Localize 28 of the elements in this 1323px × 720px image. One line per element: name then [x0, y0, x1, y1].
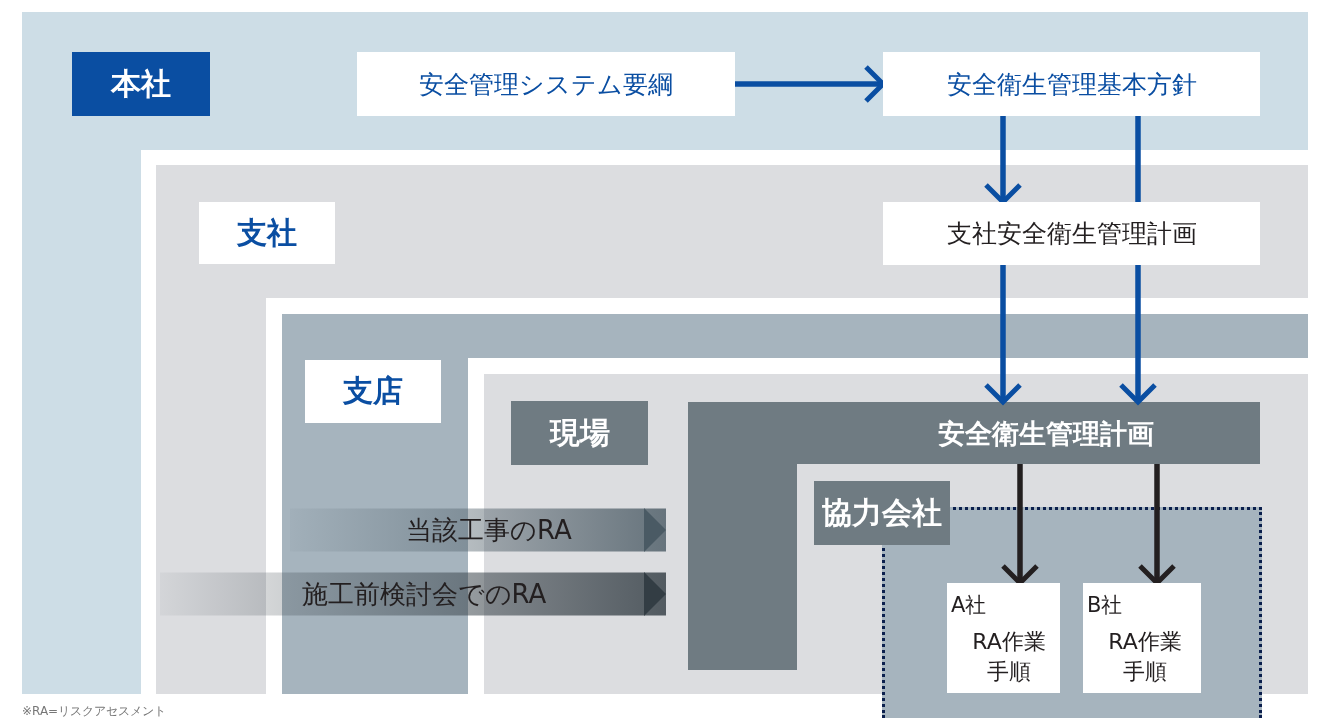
- section-heading: 現場: [511, 401, 648, 465]
- section-heading: 協力会社: [814, 481, 950, 545]
- section-heading: 支社: [199, 202, 335, 264]
- process-box: [883, 202, 1260, 265]
- footnote: ※RA=リスクアセスメント: [22, 703, 167, 720]
- arrow: [983, 265, 1023, 405]
- block-title: 安全衛生管理計画: [938, 417, 1154, 451]
- band-arrow: [160, 572, 666, 616]
- box-label: 安全衛生管理基本方針: [946, 68, 1197, 101]
- box-label: 支社安全衛生管理計画: [946, 218, 1197, 250]
- process-box: [357, 52, 735, 116]
- box-label: 安全管理システム要綱: [419, 68, 673, 101]
- company-label: B社: [1087, 592, 1123, 619]
- procedure-label: RA作業手順: [1107, 628, 1183, 686]
- arrow: [1000, 464, 1040, 586]
- procedure-box: [947, 583, 1060, 693]
- arrow: [1118, 265, 1158, 405]
- procedure-label: RA作業手順: [971, 628, 1047, 686]
- company-label: A社: [951, 592, 987, 619]
- procedure-box: [1083, 583, 1201, 693]
- arrow: [983, 116, 1023, 205]
- arrow: [1137, 464, 1177, 586]
- edge-label: 当該工事のRA: [406, 513, 572, 547]
- section-heading: 本社: [72, 52, 210, 116]
- arrow: [735, 64, 886, 104]
- process-box: [883, 52, 1260, 116]
- section-heading: 支店: [305, 360, 441, 423]
- edge-label: 施工前検討会でのRA: [301, 577, 547, 611]
